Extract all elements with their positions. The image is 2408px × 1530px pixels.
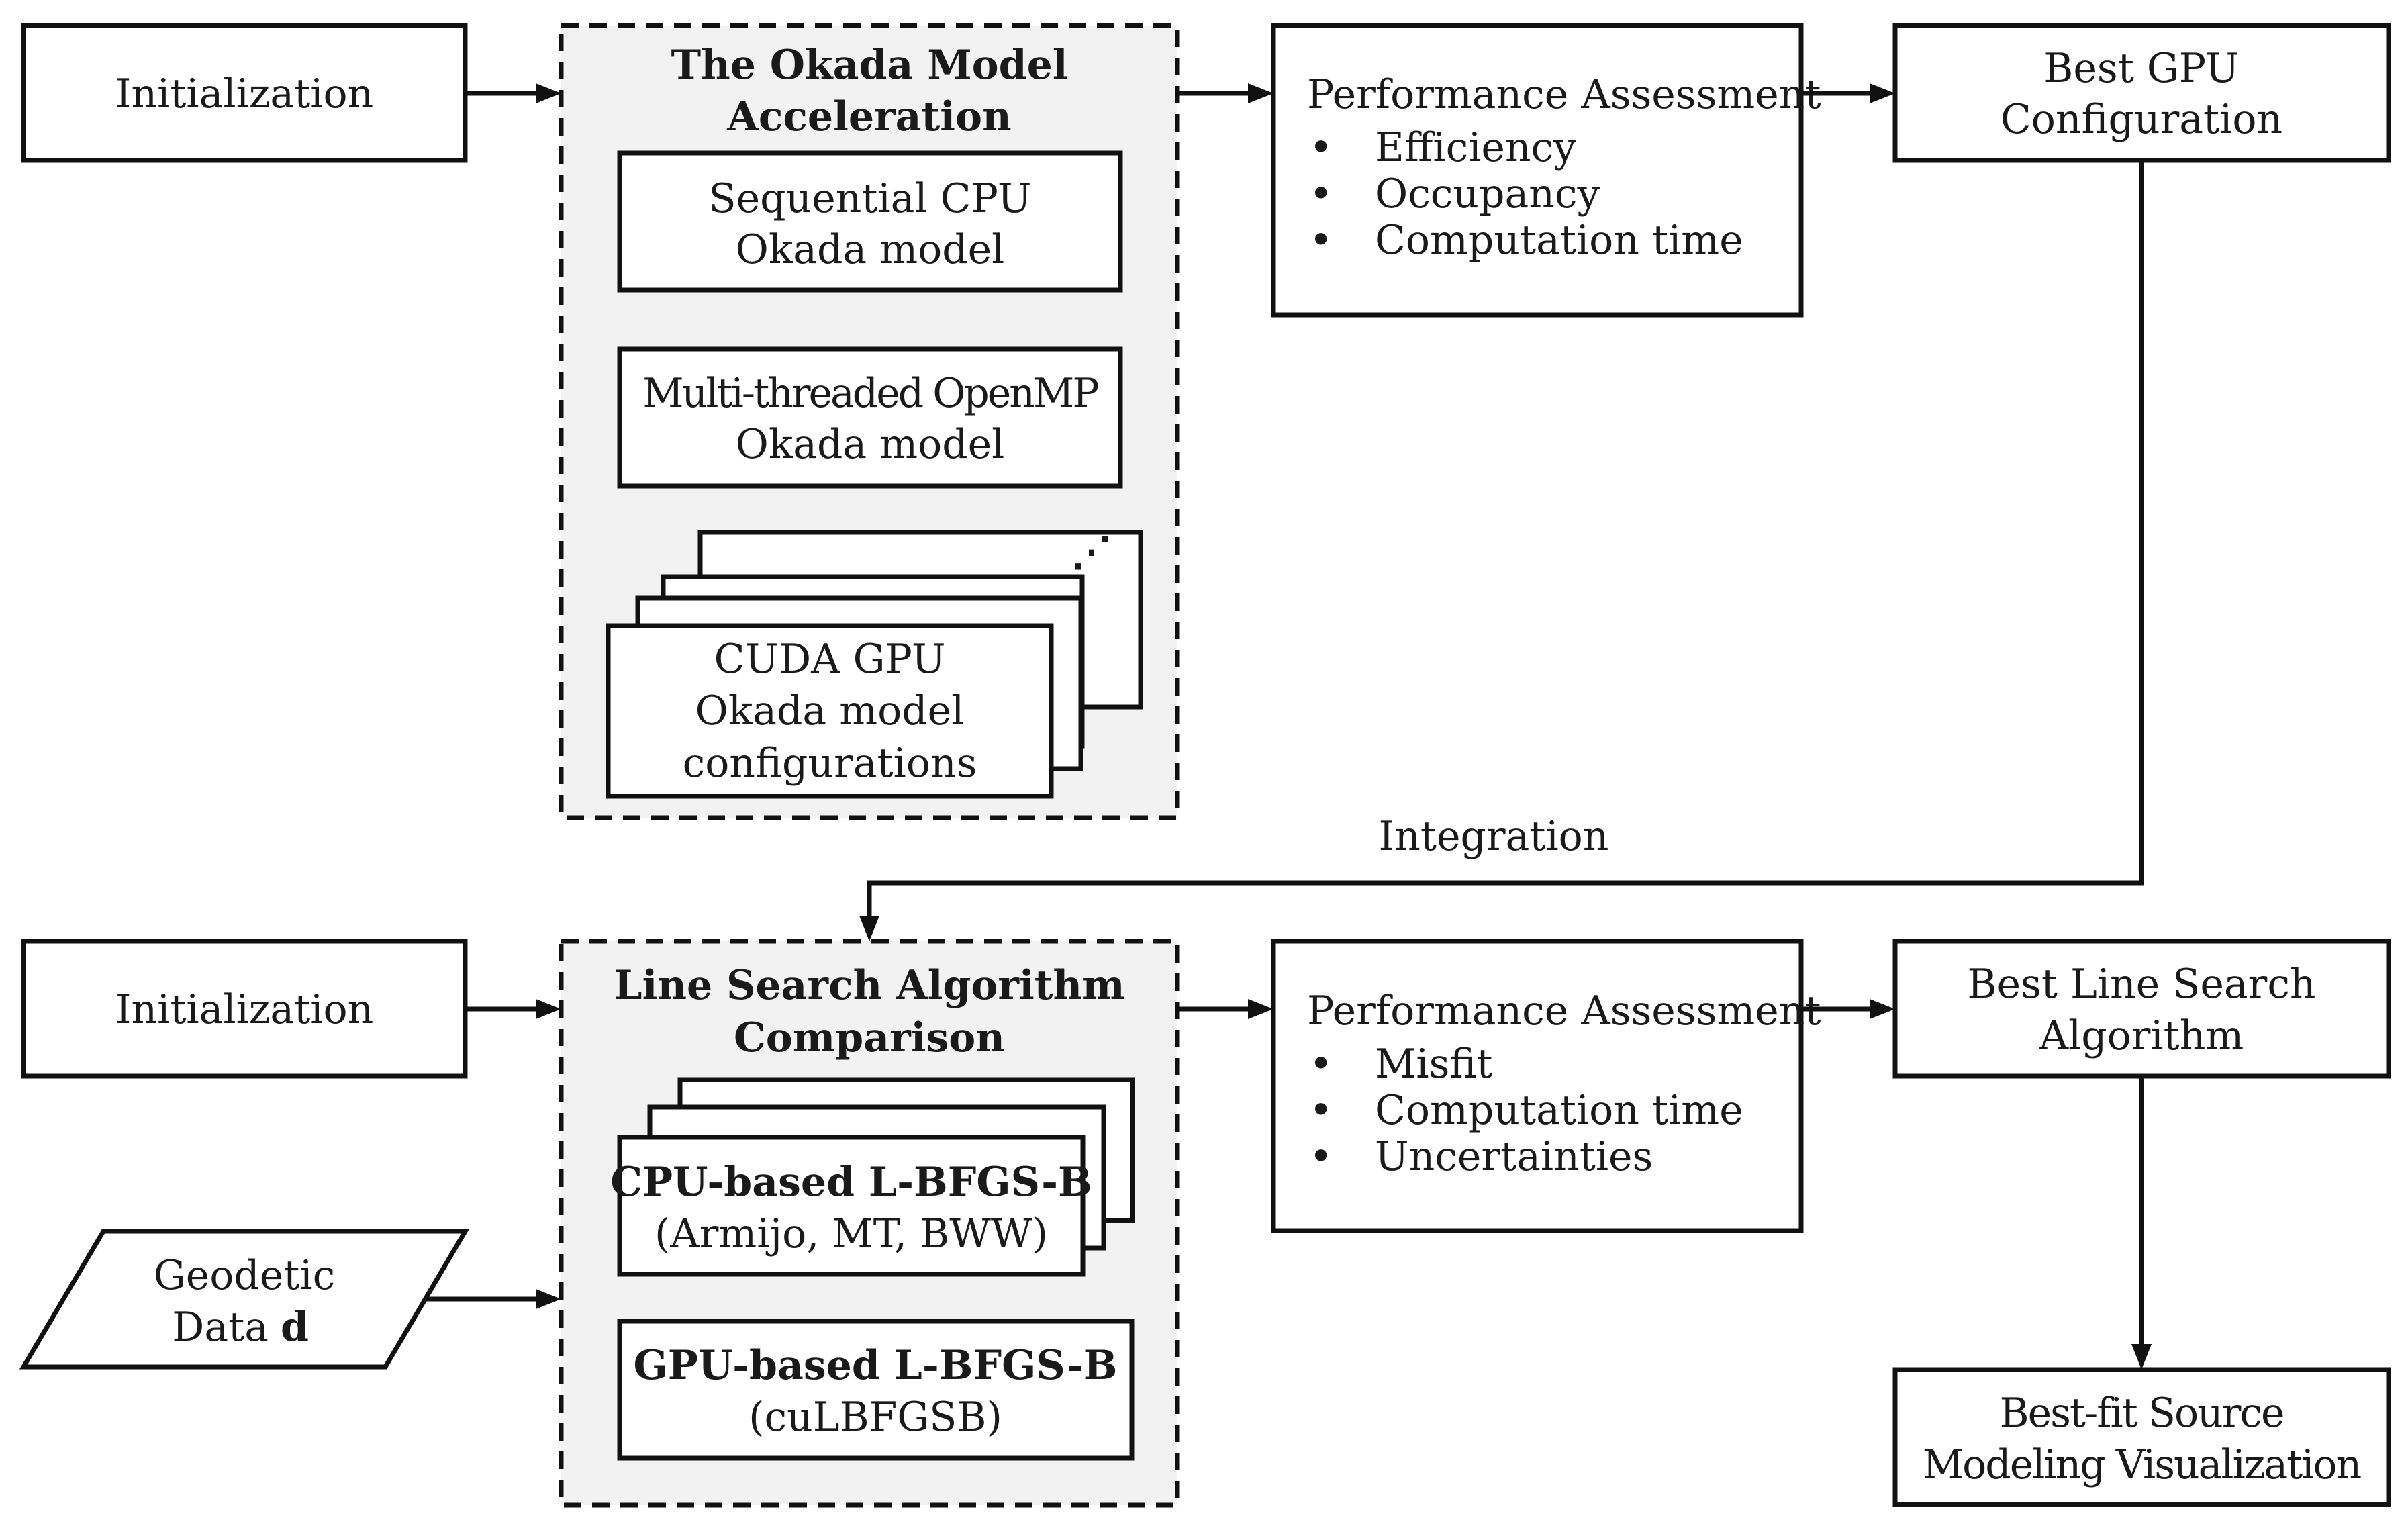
best-gpu-line2: Configuration	[2001, 96, 2282, 143]
cpu-lbfgsb-card-front	[617, 1135, 1086, 1277]
gpu-lbfgsb-box: GPU-based L-BFGS-B (cuLBFGSB)	[617, 1319, 1135, 1461]
arrow-okada-to-top-performance	[1177, 83, 1273, 103]
top-performance-box: Performance Assessment • Efficiency • Oc…	[1271, 23, 1821, 318]
geodetic-data-symbol: d	[281, 1304, 309, 1351]
bottom-perf-bullet-1: •	[1309, 1041, 1333, 1088]
openmp-rect	[617, 346, 1123, 489]
arrow-geodetic-to-line-search	[426, 1289, 561, 1309]
top-perf-item-occupancy: Occupancy	[1375, 171, 1600, 218]
cuda-gpu-stack: ⋰ CUDA GPU Okada model configurations	[606, 528, 1143, 799]
best-line-search-box: Best Line Search Algorithm	[1892, 939, 2391, 1079]
bottom-perf-item-computation-time: Computation time	[1375, 1087, 1743, 1134]
arrow-line-search-to-bottom-performance	[1177, 999, 1273, 1019]
arrow-top-performance-to-best-gpu	[1801, 83, 1895, 103]
best-line-search-line2: Algorithm	[2039, 1012, 2244, 1059]
bottom-perf-bullet-2: •	[1309, 1087, 1333, 1134]
integration-label: Integration	[1379, 813, 1609, 860]
best-fit-line1: Best-fit Source	[1999, 1390, 2283, 1437]
bottom-performance-title: Performance Assessment	[1307, 988, 1821, 1035]
openmp-box: Multi-threaded OpenMP Okada model	[617, 346, 1123, 489]
cuda-card-front	[606, 623, 1054, 799]
best-fit-line2: Modeling Visualization	[1923, 1441, 2361, 1488]
gpu-lbfgsb-rect	[617, 1319, 1135, 1461]
arrow-bottom-init-to-line-search	[465, 999, 561, 1019]
cuda-gpu-line3: configurations	[683, 740, 977, 787]
top-performance-title: Performance Assessment	[1307, 71, 1821, 118]
sequential-cpu-rect	[617, 150, 1123, 293]
best-gpu-configuration-box: Best GPU Configuration	[1892, 23, 2391, 163]
arrow-top-init-to-okada	[465, 83, 561, 103]
openmp-line1: Multi-threaded OpenMP	[642, 370, 1098, 417]
arrow-best-line-search-to-best-fit	[2131, 1076, 2152, 1370]
arrow-integration	[859, 160, 2144, 941]
bottom-perf-item-uncertainties: Uncertainties	[1375, 1133, 1653, 1180]
bottom-performance-box: Performance Assessment • Misfit • Comput…	[1271, 939, 1821, 1233]
bottom-perf-item-misfit: Misfit	[1375, 1041, 1493, 1088]
bottom-initialization-box: Initialization	[21, 939, 468, 1079]
bottom-perf-bullet-3: •	[1309, 1133, 1333, 1180]
gpu-lbfgsb-subtitle: (cuLBFGSB)	[749, 1394, 1002, 1441]
cpu-lbfgsb-title: CPU-based L-BFGS-B	[610, 1159, 1092, 1206]
cuda-more-dots-icon: ⋰	[1071, 528, 1112, 575]
top-perf-bullet-1: •	[1309, 124, 1333, 171]
geodetic-line1: Geodetic	[154, 1252, 335, 1299]
gpu-lbfgsb-title: GPU-based L-BFGS-B	[634, 1342, 1118, 1389]
line-search-group-title-line2: Comparison	[734, 1014, 1005, 1061]
cpu-lbfgsb-subtitle: (Armijo, MT, BWW)	[655, 1210, 1048, 1257]
okada-group-title-line2: Acceleration	[726, 93, 1011, 140]
best-fit-visualization-box: Best-fit Source Modeling Visualization	[1892, 1367, 2391, 1507]
line-search-group-title-line1: Line Search Algorithm	[614, 962, 1124, 1009]
top-perf-item-computation-time: Computation time	[1375, 217, 1743, 264]
top-initialization-label: Initialization	[115, 70, 373, 117]
openmp-line2: Okada model	[736, 421, 1005, 468]
sequential-cpu-box: Sequential CPU Okada model	[617, 150, 1123, 293]
best-line-search-line1: Best Line Search	[1967, 961, 2315, 1008]
sequential-cpu-line1: Sequential CPU	[709, 175, 1032, 222]
bottom-initialization-label: Initialization	[115, 986, 373, 1033]
top-perf-item-efficiency: Efficiency	[1375, 124, 1576, 171]
cuda-gpu-line2: Okada model	[695, 687, 965, 734]
top-initialization-box: Initialization	[21, 23, 468, 163]
arrow-bottom-performance-to-best-line-search	[1801, 999, 1895, 1019]
sequential-cpu-line2: Okada model	[736, 226, 1005, 273]
cuda-gpu-line1: CUDA GPU	[714, 636, 946, 683]
top-perf-bullet-2: •	[1309, 171, 1333, 218]
okada-group-title-line1: The Okada Model	[671, 42, 1067, 89]
best-gpu-line1: Best GPU	[2043, 45, 2239, 92]
cpu-lbfgsb-stack: CPU-based L-BFGS-B (Armijo, MT, BWW)	[610, 1077, 1135, 1277]
top-perf-bullet-3: •	[1309, 217, 1333, 264]
geodetic-data-shape: Geodetic Data d	[19, 1229, 470, 1370]
geodetic-data-word: Data	[172, 1304, 269, 1351]
